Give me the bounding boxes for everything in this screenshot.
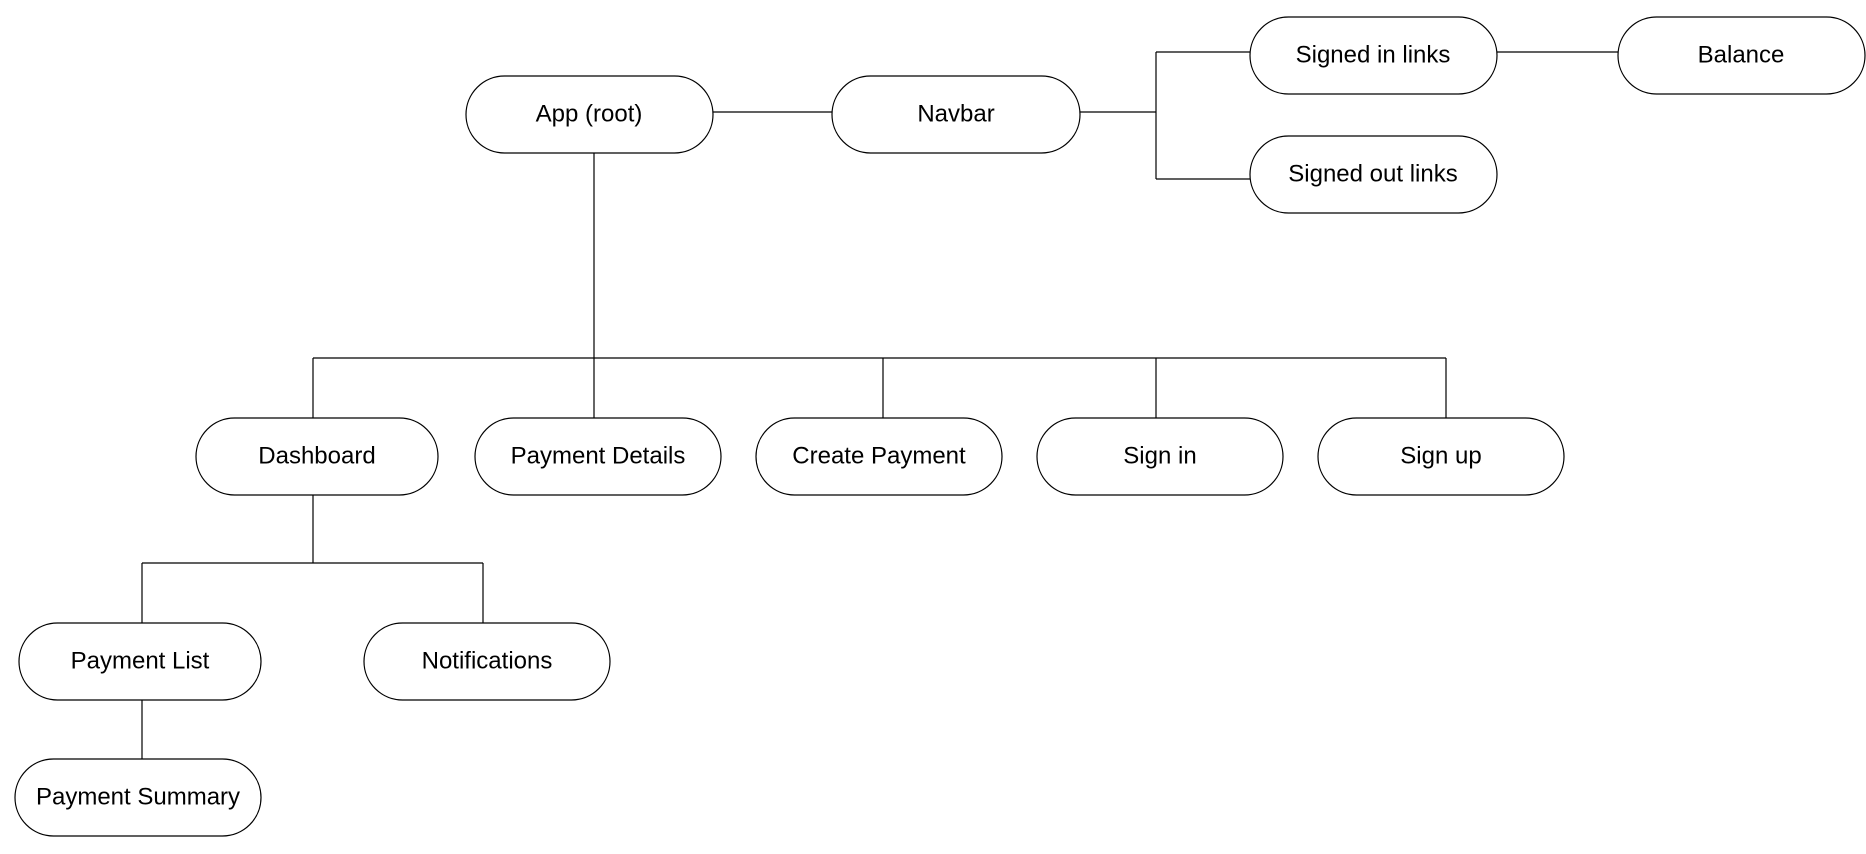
node-payment-details-label: Payment Details <box>511 443 686 470</box>
node-app-shape <box>465 75 714 154</box>
node-signed-in-shape <box>1249 16 1498 95</box>
node-sign-in-shape <box>1036 417 1284 496</box>
node-payment-summary-label: Payment Summary <box>36 784 240 811</box>
node-payment-list-label: Payment List <box>71 648 210 675</box>
node-dashboard-label: Dashboard <box>258 443 375 470</box>
node-sign-in-label: Sign in <box>1123 443 1196 470</box>
node-navbar-label: Navbar <box>917 101 994 128</box>
node-payment-list-shape <box>18 622 262 701</box>
node-sign-up-label: Sign up <box>1400 443 1481 470</box>
node-navbar-shape <box>831 75 1081 154</box>
node-dashboard-shape <box>195 417 439 496</box>
node-payment-summary-shape <box>14 758 262 837</box>
node-labels: App (root) Navbar Signed in links Balanc… <box>36 42 1784 811</box>
node-notifications-label: Notifications <box>422 648 553 675</box>
node-create-payment-shape <box>755 417 1003 496</box>
node-sign-up-shape <box>1317 417 1565 496</box>
node-app-label: App (root) <box>536 101 643 128</box>
node-signed-in-links-label: Signed in links <box>1296 42 1451 69</box>
node-balance-label: Balance <box>1698 42 1785 69</box>
node-notifications-shape <box>363 622 611 701</box>
node-balance-shape <box>1617 16 1866 95</box>
node-create-payment-label: Create Payment <box>792 443 966 470</box>
node-payment-details-shape <box>474 417 722 496</box>
connector-lines <box>141 51 1618 759</box>
node-signed-out-shape <box>1249 135 1498 214</box>
node-signed-out-links-label: Signed out links <box>1288 161 1457 188</box>
node-shapes <box>14 16 1866 837</box>
